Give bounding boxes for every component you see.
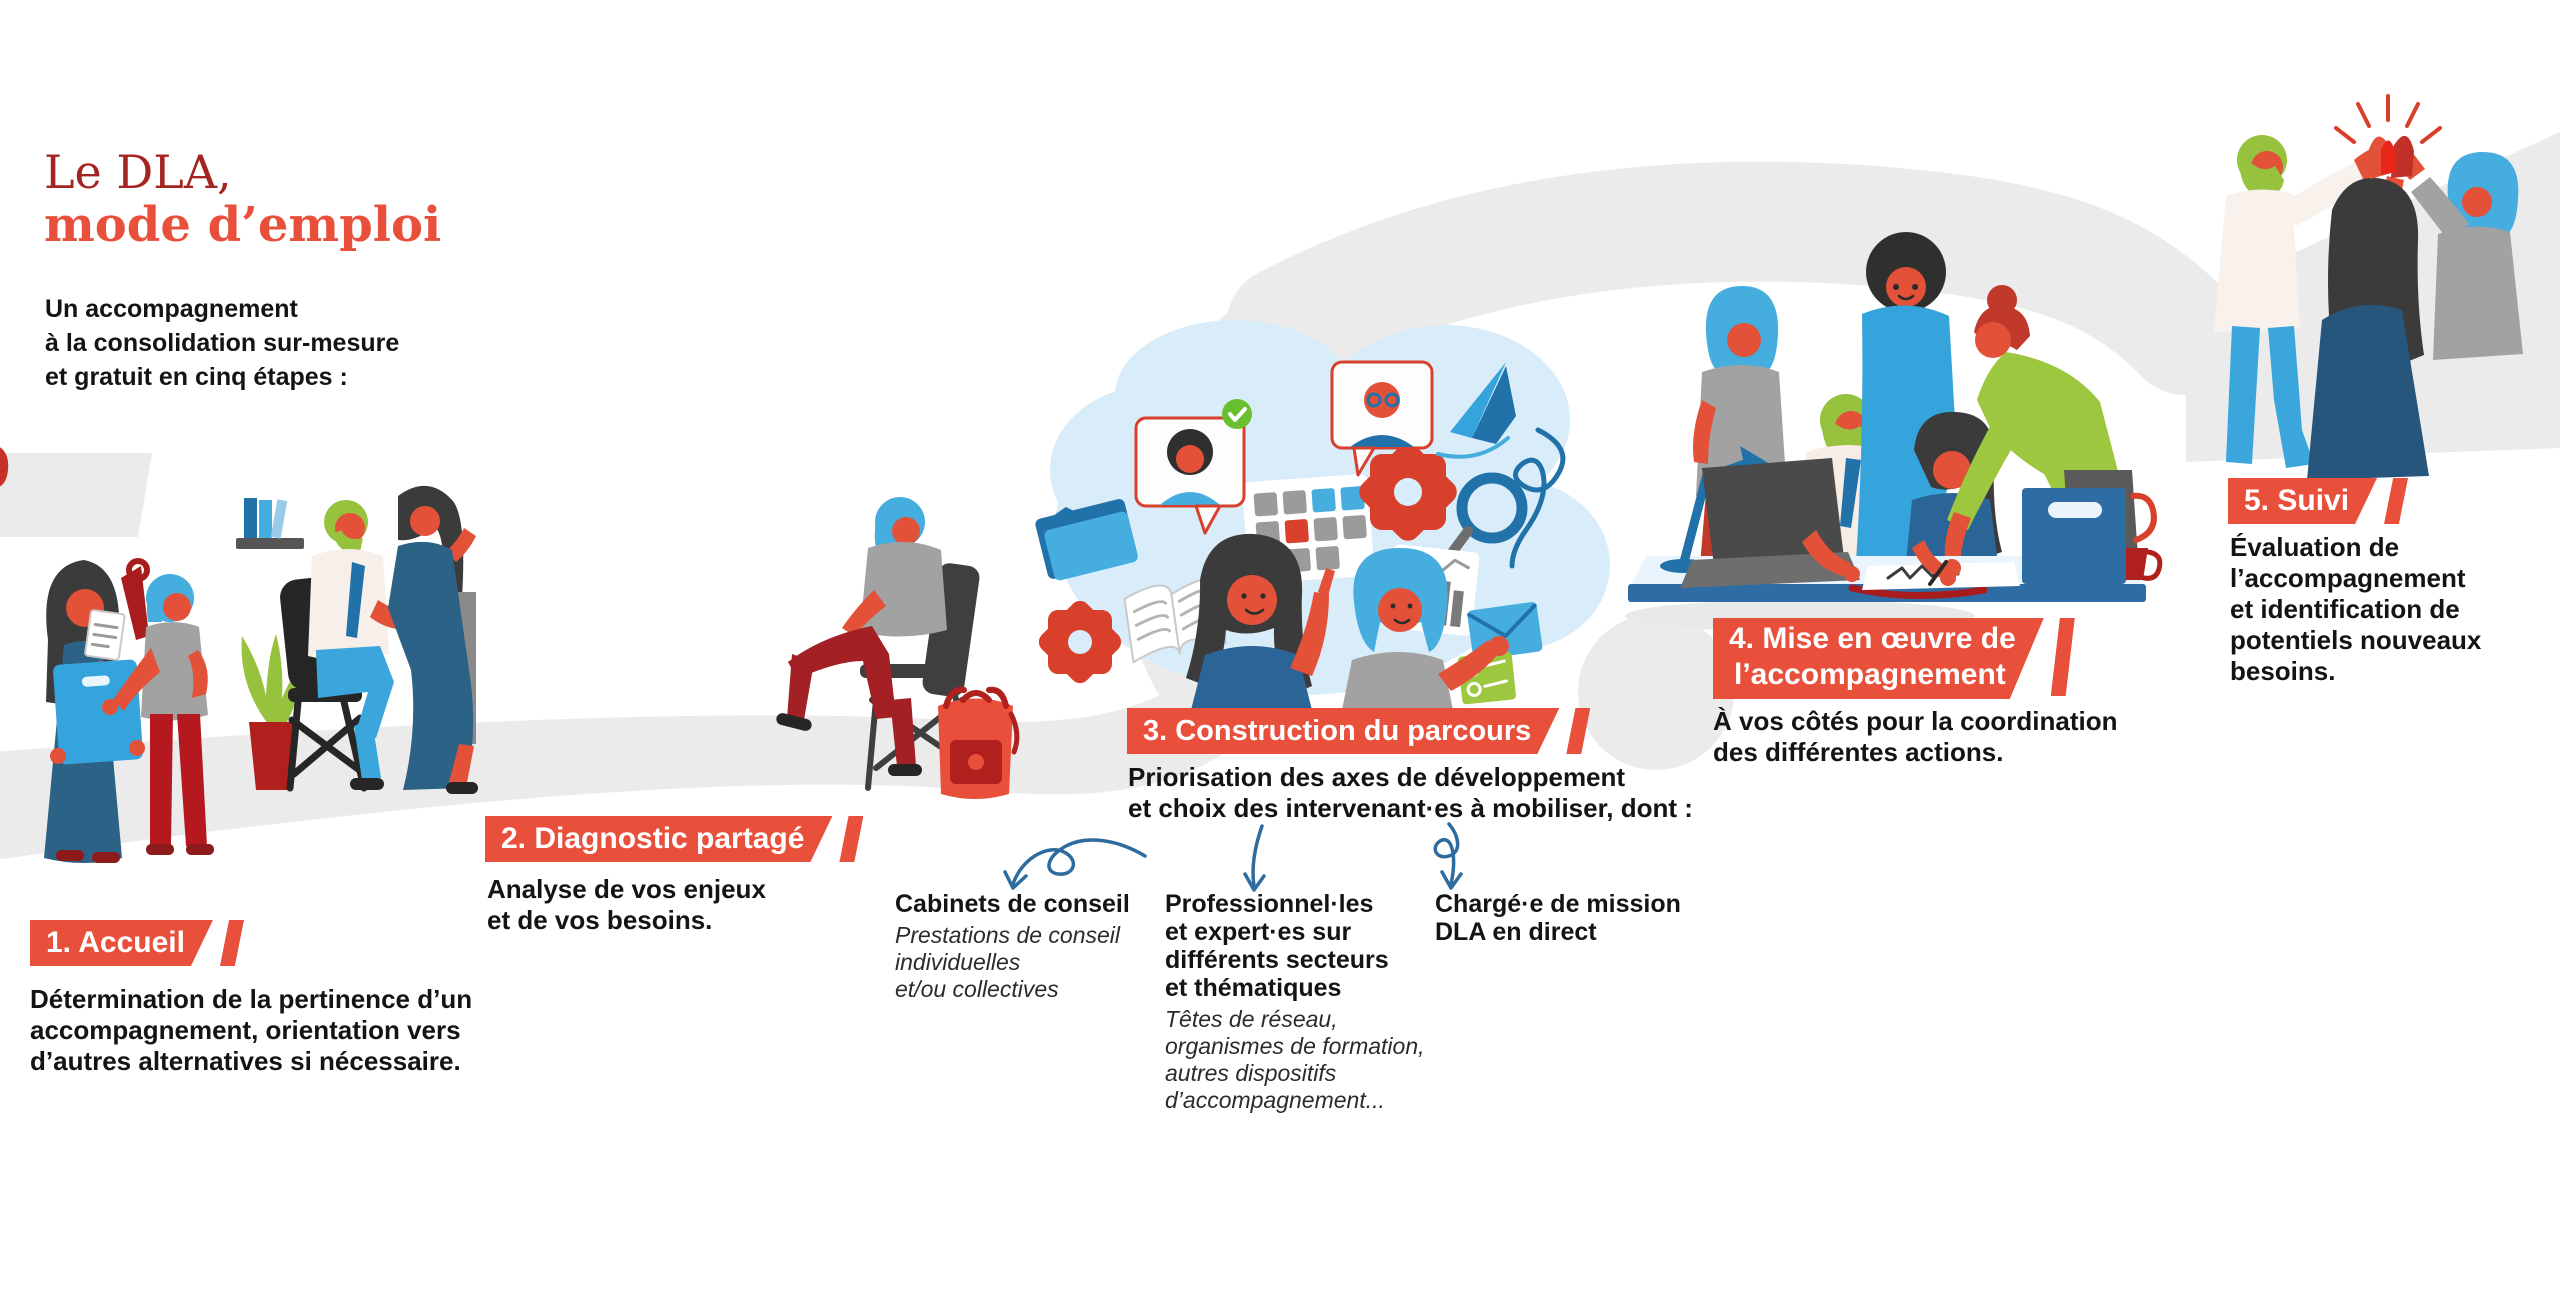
step-4-label: 4. Mise en œuvre de l’accompagnement: [1713, 618, 2044, 699]
gear-icon: [1038, 600, 1122, 684]
woman-dark-hair: [388, 485, 478, 794]
curved-arrow-icon: [1251, 824, 1264, 888]
banner-tail: [219, 920, 244, 966]
step-5-description: Évaluation de l’accompagnement et identi…: [2230, 532, 2482, 686]
high-five-hands: [2368, 135, 2414, 179]
spark-lines: [2334, 94, 2442, 144]
intro-line: à la consolidation sur-mesure: [45, 329, 400, 357]
step-2-banner: 2. Diagnostic partagé: [485, 816, 864, 862]
title-line1: Le DLA,: [44, 145, 232, 199]
video-call-bubble: [1134, 399, 1252, 535]
pants: [150, 714, 173, 846]
table-props: [1660, 446, 2163, 599]
woman-blue-bob: [2397, 152, 2523, 360]
red-scroll: [121, 558, 150, 640]
step-3-description: Priorisation des axes de développement e…: [1128, 762, 1693, 823]
step-5-banner: 5. Suivi: [2228, 478, 2409, 524]
paper-plane-icon: [1436, 362, 1516, 459]
step-1-label: 1. Accueil: [30, 920, 213, 966]
arrowhead-icon: [1243, 872, 1266, 892]
step-4-description: À vos côtés pour la coordination des dif…: [1713, 706, 2118, 767]
step-3-label: 3. Construction du parcours: [1127, 708, 1559, 754]
page-title: Le DLA, mode d’emploi: [44, 146, 441, 252]
man-green-hair: [2214, 135, 2383, 468]
extended-arm: [113, 648, 160, 711]
intro-line: Un accompagnement: [45, 295, 298, 323]
man-green-hair: [308, 500, 419, 790]
option-charge-mission-dla: Chargé·e de mission DLA en direct: [1435, 890, 1681, 946]
illustration-diagnostic: [236, 485, 1020, 799]
woman-blue-bob-seated: [776, 497, 947, 776]
banner-tail: [2050, 618, 2075, 696]
blue-box: [53, 659, 143, 765]
option-professionnels-experts: Professionnel·les et expert·es sur diffé…: [1165, 890, 1425, 1113]
paper: [84, 609, 126, 661]
step-4-banner: 4. Mise en œuvre de l’accompagnement: [1713, 618, 2075, 699]
gear-icon-large: [1359, 443, 1457, 541]
woman-back-view: [2307, 176, 2429, 480]
step-2-label: 2. Diagnostic partagé: [485, 816, 832, 862]
video-call-bubble: [1330, 360, 1434, 477]
banner-tail: [1566, 708, 1591, 754]
tshirt: [141, 622, 208, 721]
red-edge-scrap: [0, 447, 9, 487]
face: [163, 593, 191, 621]
illustration-suivi: [2214, 94, 2523, 480]
banner-tail: [839, 816, 864, 862]
illustration-accueil: [44, 558, 214, 863]
banner-tail: [2384, 478, 2409, 524]
step-1-description: Détermination de la pertinence d’un acco…: [30, 984, 473, 1076]
bookshelf: [236, 498, 304, 549]
step-5-label: 5. Suivi: [2228, 478, 2377, 524]
check-badge-icon: [1222, 399, 1252, 429]
arrowhead-icon: [1003, 870, 1028, 890]
step-1-banner: 1. Accueil: [30, 920, 244, 966]
loop-arrow-icon: [1433, 822, 1460, 886]
intro-text: Un accompagnement à la consolidation sur…: [45, 292, 475, 394]
plant: [241, 634, 308, 790]
folder-icon: [1035, 499, 1138, 581]
curly-arrow-icon: [1011, 838, 1147, 886]
title-line2: mode d’emploi: [44, 197, 442, 253]
option-arrows: [1003, 822, 1463, 892]
illustration-construction: [1035, 360, 1566, 710]
option-cabinets-conseil: Cabinets de conseil Prestations de conse…: [895, 890, 1130, 1002]
storage-box-icon: [2022, 488, 2126, 584]
step-2-description: Analyse de vos enjeux et de vos besoins.: [487, 874, 766, 935]
illustration-mise-en-oeuvre: [1628, 232, 2163, 602]
woman-pointing: [1186, 533, 1335, 710]
step-3-banner: 3. Construction du parcours: [1127, 708, 1591, 754]
woman-open-palm: [1342, 548, 1509, 710]
squiggle-line: [1509, 427, 1566, 569]
backpack: [938, 686, 1020, 799]
pen-icon: [1928, 560, 1948, 586]
arrowhead-icon: [1440, 870, 1463, 890]
intro-line: et gratuit en cinq étapes :: [45, 363, 348, 391]
